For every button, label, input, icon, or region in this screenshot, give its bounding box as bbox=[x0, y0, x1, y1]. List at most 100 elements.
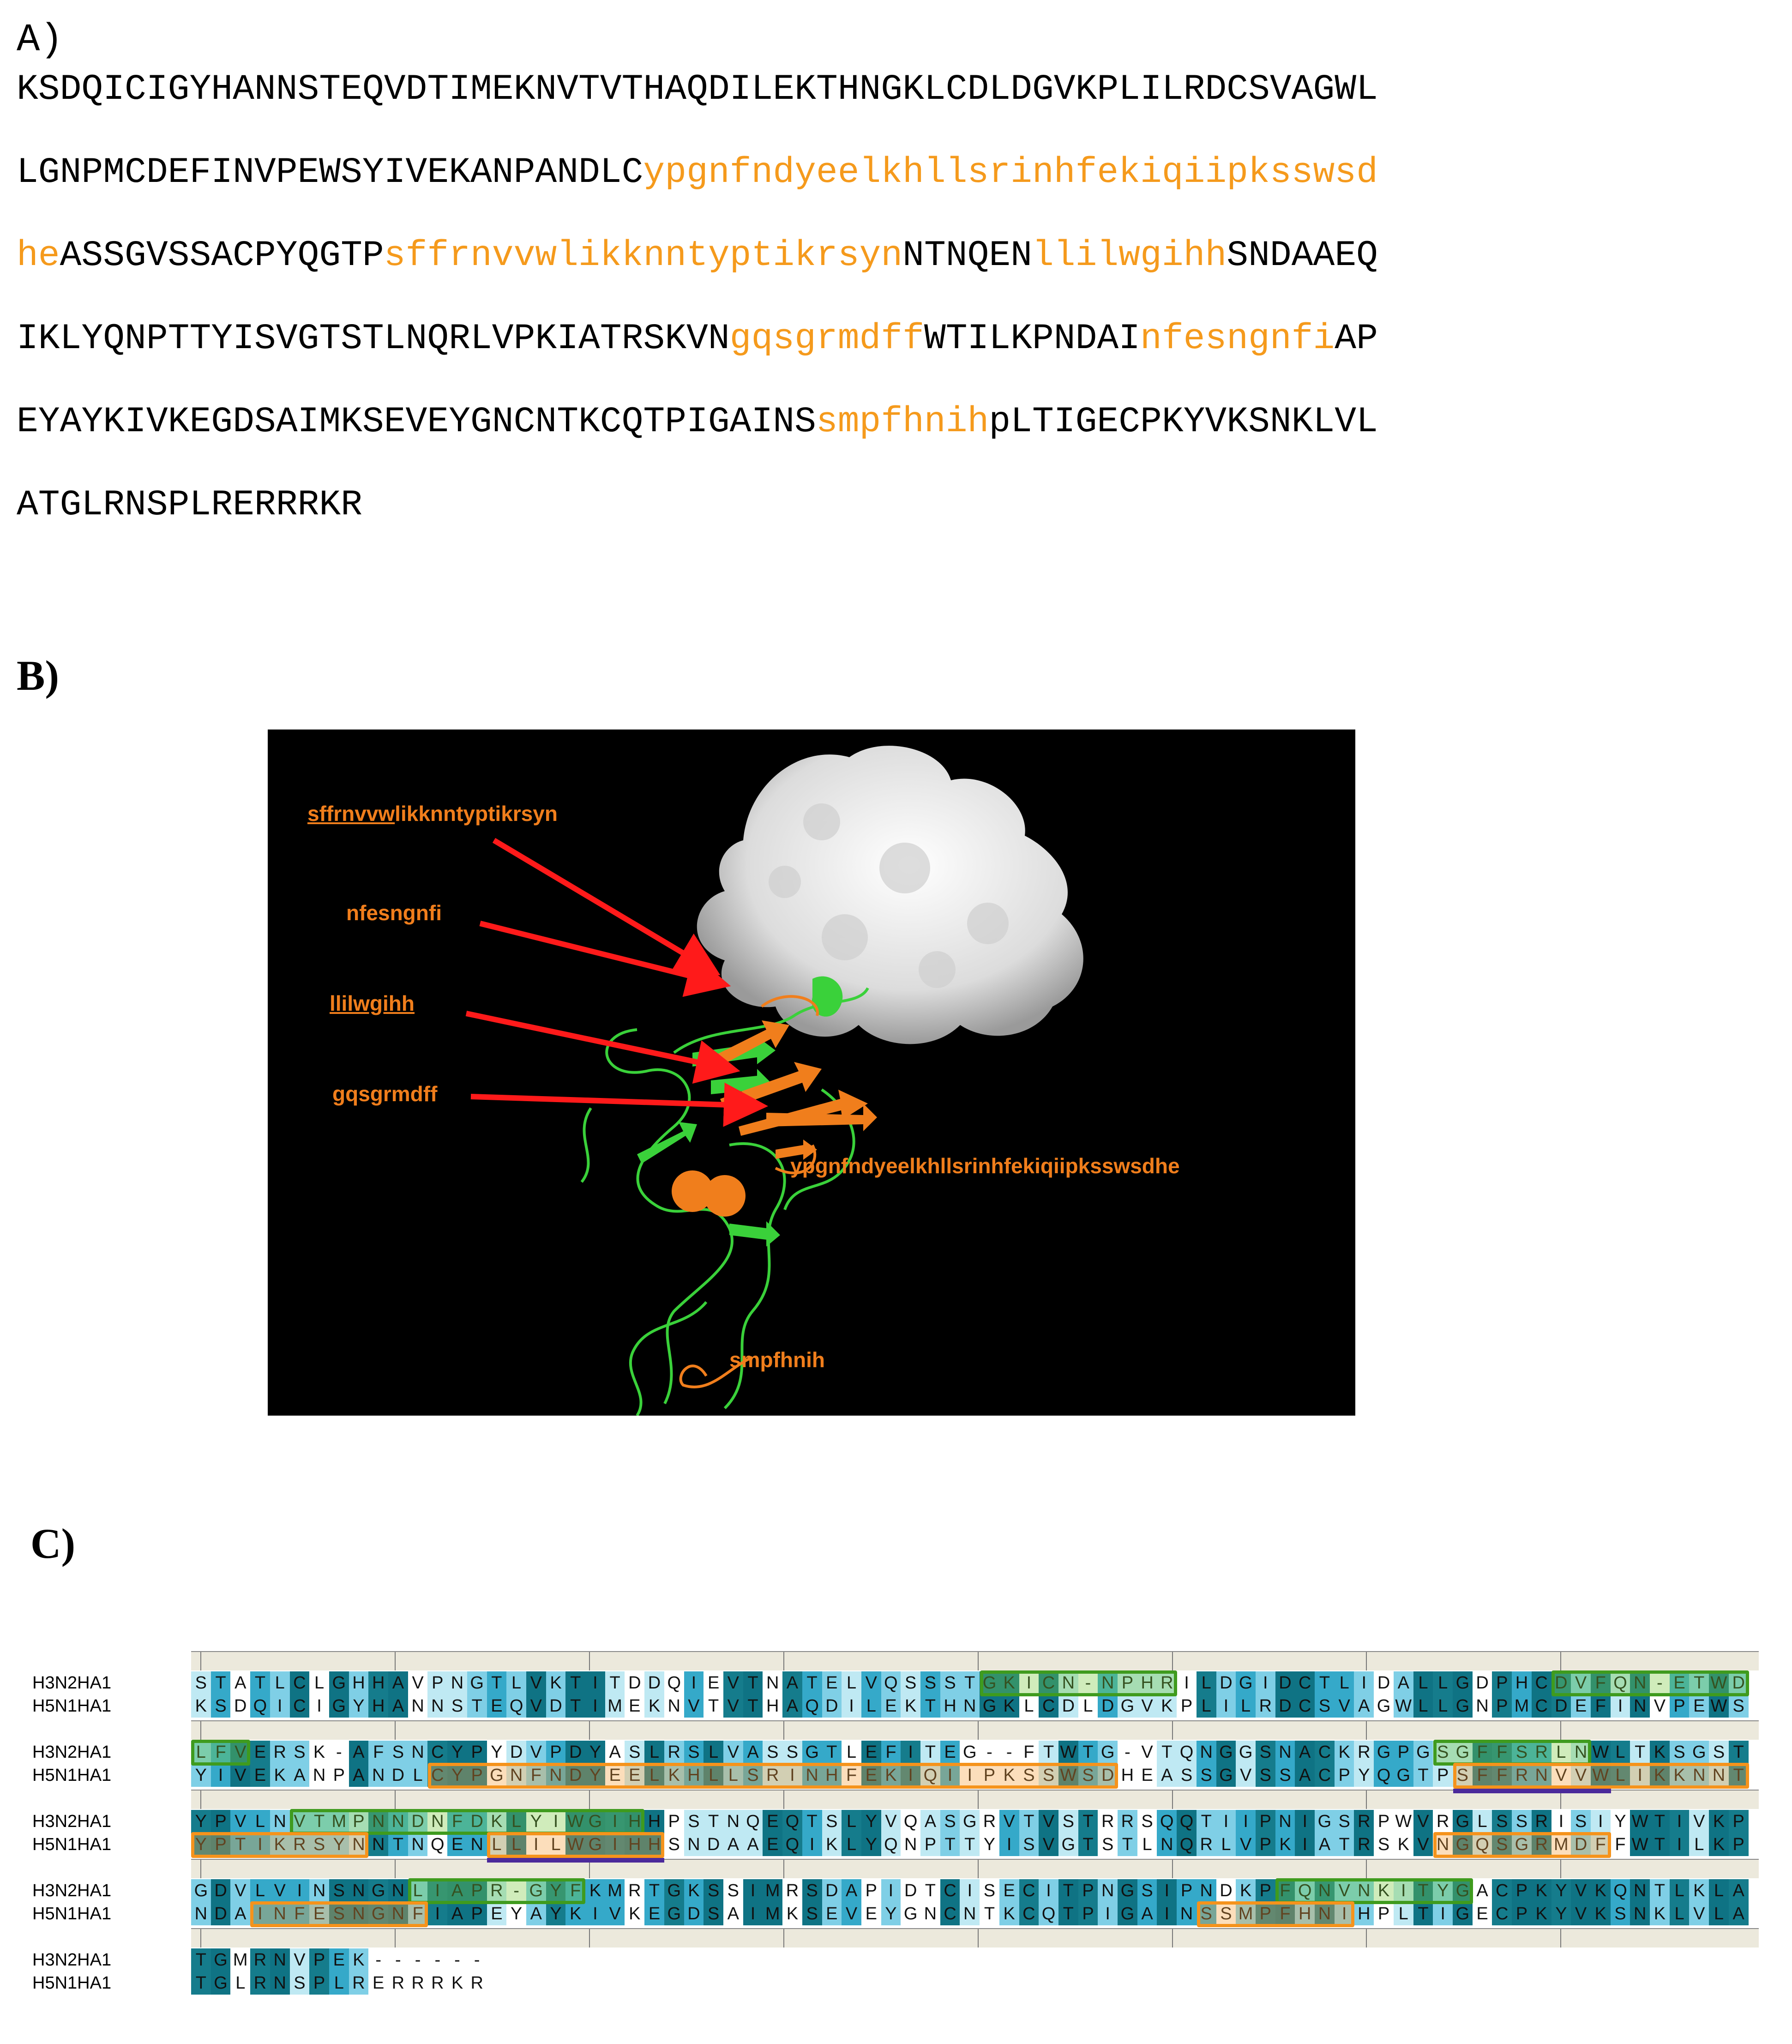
h3n2-epitope-box bbox=[980, 1670, 1177, 1696]
residue: E bbox=[1571, 1694, 1591, 1718]
panel-c-label: C) bbox=[30, 1520, 76, 1567]
residue: T bbox=[1334, 1833, 1354, 1856]
residue: D bbox=[625, 1671, 645, 1694]
residue: S bbox=[940, 1810, 960, 1833]
residue: S bbox=[1512, 1810, 1532, 1833]
residue: R bbox=[1354, 1741, 1374, 1764]
residue: E bbox=[704, 1671, 723, 1694]
residue: A bbox=[1295, 1764, 1315, 1787]
residue: K bbox=[1650, 1902, 1670, 1925]
residue: I bbox=[250, 1833, 270, 1856]
residue: S bbox=[901, 1671, 921, 1694]
residue: T bbox=[1689, 1671, 1709, 1694]
residue: M bbox=[1551, 1833, 1571, 1856]
panel-a-label: A) bbox=[17, 18, 63, 62]
residue: V bbox=[605, 1902, 625, 1925]
ruler-tick bbox=[1366, 1791, 1367, 1809]
residue: P bbox=[1492, 1694, 1512, 1718]
ruler-tick bbox=[783, 1721, 784, 1740]
residue: I bbox=[526, 1833, 546, 1856]
residue: M bbox=[1236, 1902, 1256, 1925]
ruler-tick bbox=[1172, 1721, 1173, 1740]
residue: T bbox=[644, 1879, 664, 1902]
residue: N bbox=[1315, 1902, 1335, 1925]
residue: E bbox=[1689, 1694, 1709, 1718]
ruler-tick bbox=[1366, 1721, 1367, 1740]
residue: R bbox=[1512, 1764, 1532, 1787]
residue: P bbox=[664, 1810, 684, 1833]
residue: G bbox=[1236, 1741, 1256, 1764]
residue: F bbox=[565, 1879, 586, 1902]
ruler-tick bbox=[589, 1860, 590, 1878]
residue: N bbox=[920, 1902, 940, 1925]
residue: P bbox=[1255, 1810, 1275, 1833]
residue: E bbox=[250, 1764, 270, 1787]
residue: I bbox=[427, 1879, 448, 1902]
residue: A bbox=[289, 1764, 310, 1787]
residue: T bbox=[467, 1694, 487, 1718]
residue: G bbox=[1374, 1694, 1394, 1718]
residue: S bbox=[191, 1671, 211, 1694]
sequence-segment: ATGLRNSPLRERRRKR bbox=[17, 485, 362, 525]
residue: I bbox=[1354, 1671, 1374, 1694]
residue: T bbox=[1650, 1879, 1670, 1902]
residue: K bbox=[1531, 1902, 1551, 1925]
residue: P bbox=[467, 1879, 487, 1902]
residue: T bbox=[388, 1833, 408, 1856]
residue: N bbox=[270, 1810, 290, 1833]
residue: D bbox=[1216, 1671, 1236, 1694]
residue: N bbox=[1157, 1833, 1177, 1856]
residue: T bbox=[1413, 1902, 1433, 1925]
residue: E bbox=[487, 1902, 507, 1925]
residue: P bbox=[1177, 1694, 1197, 1718]
residue: G bbox=[960, 1810, 980, 1833]
residue: - bbox=[999, 1741, 1019, 1764]
residue: C bbox=[427, 1741, 448, 1764]
residue: E bbox=[940, 1741, 960, 1764]
residue: T bbox=[1078, 1810, 1098, 1833]
residue: T bbox=[1728, 1764, 1749, 1787]
residue: L bbox=[1669, 1902, 1690, 1925]
ruler-tick bbox=[783, 1929, 784, 1948]
seq-name-h3n2: H3N2HA1 bbox=[32, 1881, 112, 1900]
ruler-tick bbox=[1172, 1791, 1173, 1809]
residue: V bbox=[526, 1671, 546, 1694]
residue: L bbox=[1413, 1694, 1433, 1718]
residue: A bbox=[230, 1671, 251, 1694]
residue: I bbox=[1669, 1810, 1690, 1833]
residue: R bbox=[388, 1972, 408, 1995]
residue: P bbox=[427, 1671, 448, 1694]
residue: Y bbox=[1551, 1879, 1571, 1902]
residue: N bbox=[270, 1902, 290, 1925]
residue: S bbox=[1058, 1810, 1078, 1833]
residue: S bbox=[329, 1902, 349, 1925]
residue: G bbox=[1689, 1741, 1709, 1764]
residue: T bbox=[230, 1833, 251, 1856]
residue: G bbox=[1453, 1879, 1473, 1902]
residue: V bbox=[289, 1810, 310, 1833]
seq-name-h3n2: H3N2HA1 bbox=[32, 1950, 112, 1970]
h5n1-epitope-box bbox=[427, 1763, 1118, 1789]
ruler-tick bbox=[1366, 1860, 1367, 1878]
residue: I bbox=[960, 1879, 980, 1902]
residue: I bbox=[1393, 1879, 1413, 1902]
residue: E bbox=[250, 1741, 270, 1764]
ruler-tick bbox=[1560, 1929, 1562, 1948]
residue: C bbox=[289, 1671, 310, 1694]
residue: I bbox=[743, 1879, 763, 1902]
residue: V bbox=[408, 1671, 428, 1694]
residue: E bbox=[861, 1764, 881, 1787]
sequence-segment: pLTIGECPKYVKSNKLVL bbox=[989, 402, 1378, 442]
residue: Q bbox=[664, 1671, 684, 1694]
residue: Y bbox=[1354, 1764, 1374, 1787]
residue: K bbox=[625, 1902, 645, 1925]
residue: L bbox=[309, 1671, 329, 1694]
residue: M bbox=[763, 1879, 783, 1902]
epitope-label-5: ypgnfndyeelkhllsrinhfekiqiipksswsdhe bbox=[790, 1154, 1180, 1178]
residue: C bbox=[1492, 1902, 1512, 1925]
residue: N bbox=[270, 1948, 290, 1972]
residue: E bbox=[861, 1902, 881, 1925]
residue: N bbox=[1275, 1810, 1295, 1833]
residue: I bbox=[901, 1764, 921, 1787]
